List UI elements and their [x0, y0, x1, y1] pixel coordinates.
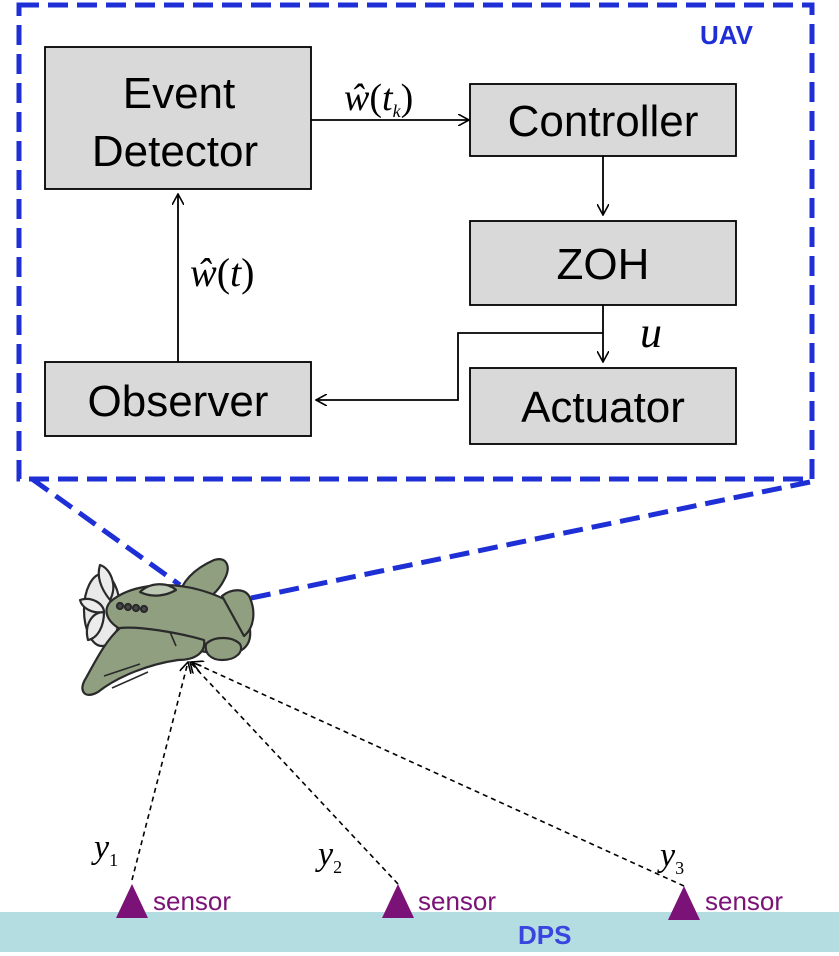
sensor-3: sensor y3 [657, 837, 783, 920]
dps-label: DPS [518, 920, 571, 950]
uav-boundary [16, 2, 815, 482]
sensor-triangle-icon [116, 884, 148, 918]
event-detector-block: Event Detector [44, 46, 312, 190]
sensor-3-output: y3 [657, 837, 684, 878]
measurement-line-2 [190, 662, 399, 885]
actuator-block: Actuator [469, 367, 737, 445]
controller-block: Controller [469, 83, 737, 157]
uav-airplane-icon [78, 558, 255, 696]
sensor-3-label: sensor [705, 886, 783, 916]
measurement-line-3 [192, 662, 685, 887]
sensor-1-output: y1 [91, 829, 118, 870]
actuator-label: Actuator [521, 383, 685, 432]
sensor-2-output: y2 [315, 836, 342, 877]
sensor-1-label: sensor [153, 886, 231, 916]
observer-block: Observer [44, 361, 312, 437]
sensor-1: sensor y1 [91, 829, 231, 918]
measurement-line-1 [131, 662, 188, 881]
controller-label: Controller [508, 97, 699, 146]
signal-w-hat-t: ŵ(t) [190, 250, 254, 295]
observer-label: Observer [88, 377, 269, 426]
zoh-block: ZOH [469, 220, 737, 306]
zoom-line-right [231, 479, 811, 605]
sensor-triangle-icon [382, 884, 414, 918]
sensor-2: sensor y2 [315, 836, 496, 918]
event-detector-label-line2: Detector [92, 127, 258, 176]
signal-w-hat-tk: ŵ(tk) [344, 77, 413, 121]
uav-label: UAV [700, 20, 754, 50]
sensor-triangle-icon [668, 886, 700, 920]
event-detector-label-line1: Event [123, 69, 236, 118]
signal-u: u [640, 308, 662, 357]
sensor-2-label: sensor [418, 886, 496, 916]
zoh-label: ZOH [557, 240, 650, 289]
arrow-u-to-observer [316, 332, 603, 400]
zoom-line-left [30, 476, 182, 588]
